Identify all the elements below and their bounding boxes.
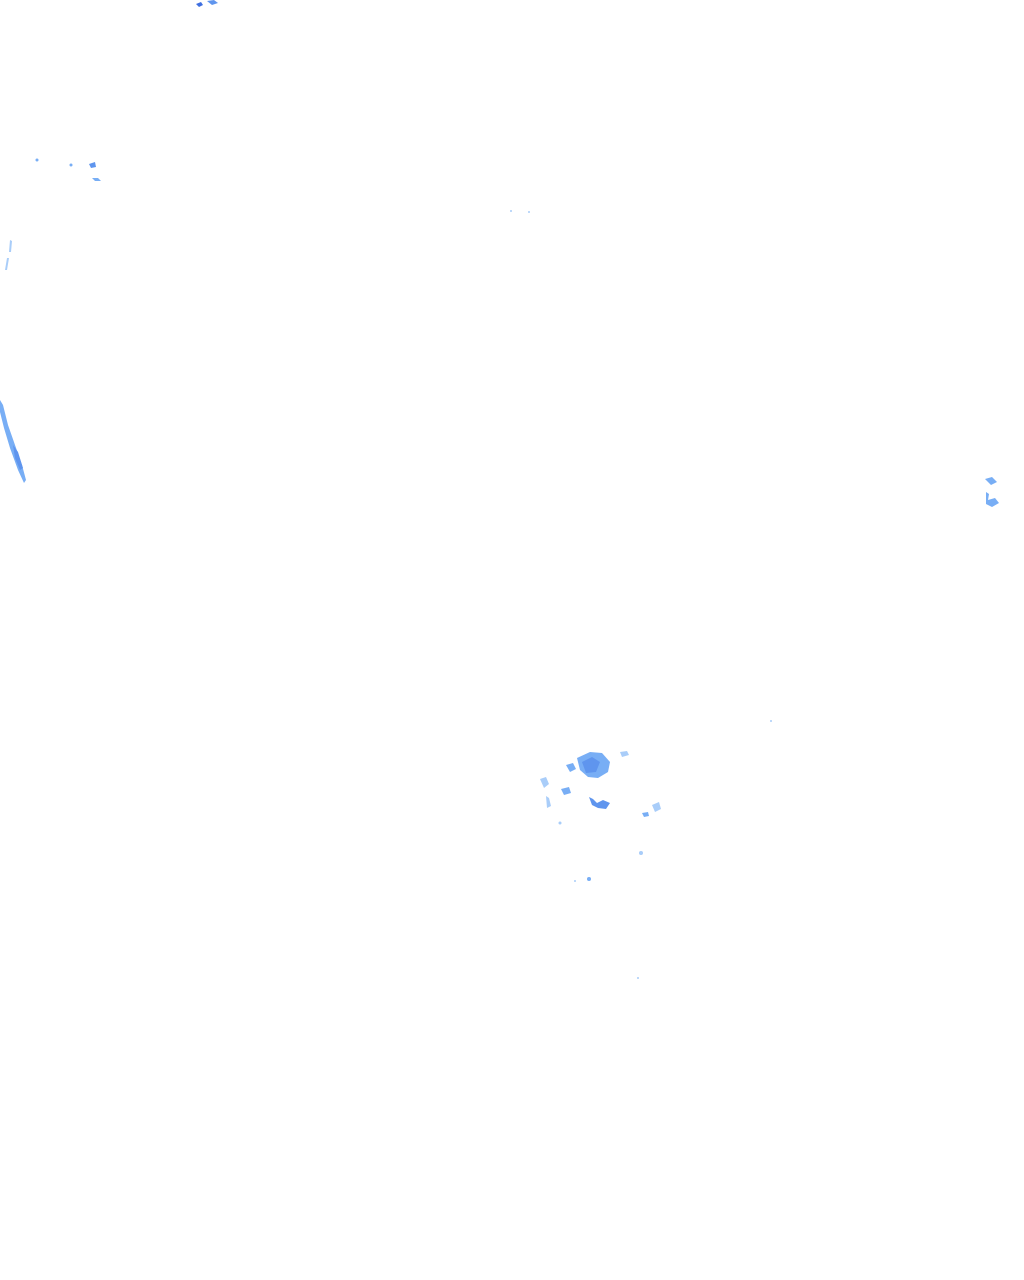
precip-echo: [69, 163, 73, 167]
precip-echo: [639, 851, 643, 855]
precip-echo: [510, 210, 512, 212]
precip-echo: [35, 158, 39, 162]
precip-echo: [574, 880, 576, 882]
precip-cluster-upper-left: [5, 158, 101, 270]
precip-echo: [566, 763, 576, 772]
precip-echo: [5, 258, 9, 270]
precip-echo: [770, 720, 772, 722]
precip-echo: [546, 796, 551, 808]
precip-echo: [642, 812, 649, 817]
precip-echo: [528, 211, 530, 213]
precip-echo: [985, 477, 997, 485]
precip-echo: [13, 445, 23, 470]
precip-echo: [620, 751, 629, 757]
precip-band-left-edge: [0, 400, 26, 483]
precip-echo: [9, 240, 12, 252]
precip-echo: [196, 2, 203, 7]
precip-echo: [637, 977, 639, 979]
precip-cluster-top: [196, 0, 218, 7]
precip-echo: [589, 797, 610, 809]
precip-echo: [92, 178, 101, 181]
precip-echo: [986, 492, 999, 507]
precip-echo: [652, 802, 661, 812]
precip-echo: [561, 787, 571, 795]
precip-echo: [558, 821, 562, 825]
precip-echo: [89, 162, 96, 168]
precip-echo: [0, 400, 26, 483]
precip-echo: [207, 0, 218, 5]
precip-echo: [587, 877, 591, 881]
precip-cluster-central: [540, 720, 772, 979]
precip-echo: [582, 757, 600, 773]
precip-echo: [540, 777, 549, 788]
precip-cluster-right-edge: [985, 477, 999, 507]
precip-cluster-center-top: [510, 210, 530, 213]
